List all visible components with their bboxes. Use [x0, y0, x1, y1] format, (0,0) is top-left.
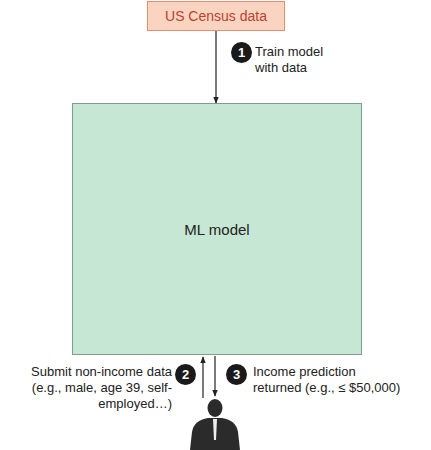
model-box: ML model [72, 103, 362, 355]
node-title: US Census data [165, 8, 267, 24]
return-arrow [214, 356, 215, 396]
submit-arrow [202, 357, 203, 398]
edge-label: Train model with data [255, 44, 335, 76]
callout-number: 3 [226, 364, 247, 385]
data-source-box: US Census data [147, 1, 285, 31]
step-note: Income prediction returned (e.g., ≤ $50,… [253, 364, 404, 396]
step-note: Submit non-income data (e.g., male, age … [12, 364, 172, 412]
callout-number: 1 [231, 42, 252, 63]
node-title: ML model [184, 221, 249, 238]
callout-number: 2 [175, 364, 196, 385]
training-arrow [215, 31, 216, 103]
person-figure [190, 399, 240, 450]
